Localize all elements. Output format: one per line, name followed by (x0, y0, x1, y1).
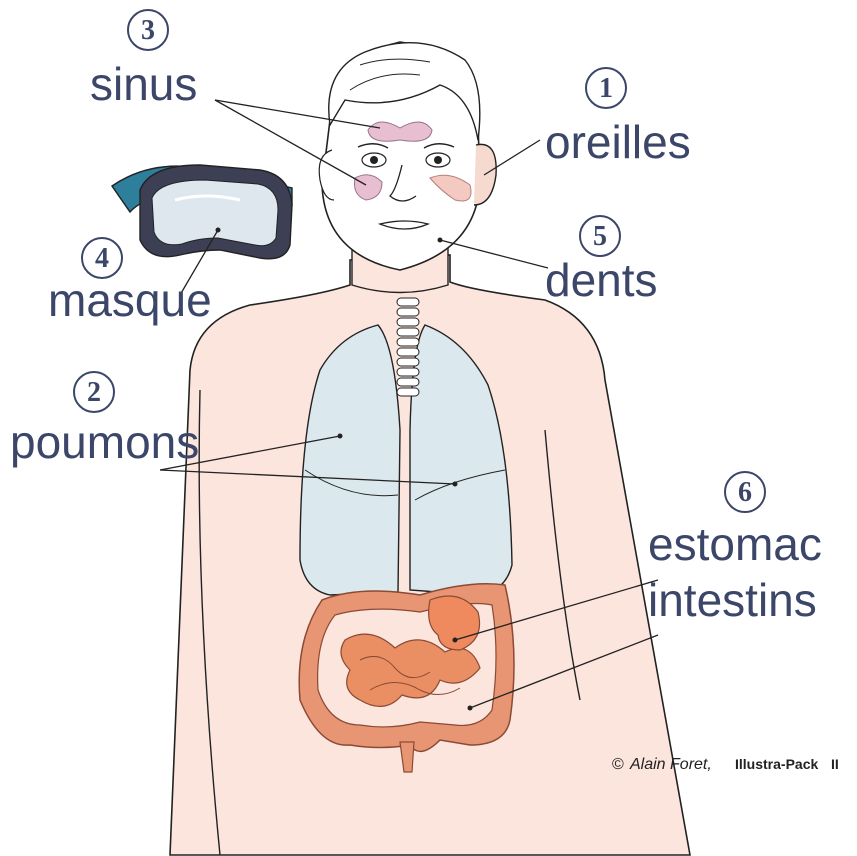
pupil-left (370, 156, 378, 164)
badge-5-number: 5 (593, 221, 607, 252)
label-masque: masque (48, 274, 212, 326)
badge-4-number: 4 (95, 243, 109, 274)
credit-symbol: © (612, 756, 624, 773)
leader-dents (440, 240, 548, 268)
badge-2-number: 2 (87, 377, 101, 408)
credit-brand-suffix: II (831, 756, 839, 772)
pupil-right (434, 156, 442, 164)
badge-3-number: 3 (141, 15, 155, 46)
label-oreilles: oreilles (545, 116, 691, 168)
ear-left (319, 150, 334, 200)
label-dents: dents (545, 254, 658, 306)
credit-author: Alain Foret, (629, 756, 712, 773)
label-sinus: sinus (90, 58, 197, 110)
badge-6-number: 6 (738, 477, 752, 508)
label-intestins: intestins (648, 574, 817, 626)
badge-1-number: 1 (599, 73, 613, 104)
label-estomac: estomac (648, 518, 822, 570)
credit-brand: Illustra-Pack (735, 756, 818, 772)
label-poumons: poumons (10, 416, 199, 468)
diving-mask (112, 165, 292, 259)
